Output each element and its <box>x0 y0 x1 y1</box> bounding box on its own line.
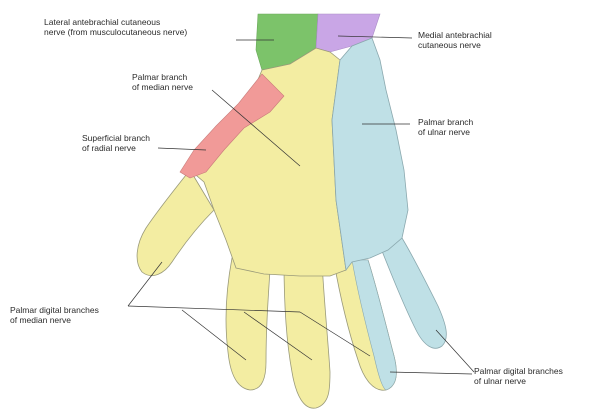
label-palmar-branch-ulnar: Palmar branch of ulnar nerve <box>418 117 473 137</box>
label-superficial-branch-radial-line2: of radial nerve <box>82 143 150 153</box>
leader-digital-ulnar-ring <box>390 372 472 374</box>
label-palmar-digital-median-line2: of median nerve <box>10 315 99 325</box>
palm-ulnar-region <box>332 38 408 270</box>
label-palmar-branch-ulnar-line1: Palmar branch <box>418 117 473 127</box>
label-lateral-antebrachial: Lateral antebrachial cutaneous nerve (fr… <box>44 17 187 37</box>
little-finger <box>380 238 446 348</box>
label-palmar-digital-ulnar: Palmar digital branches of ulnar nerve <box>474 366 563 386</box>
label-lateral-antebrachial-line1: Lateral antebrachial cutaneous <box>44 17 187 27</box>
label-lateral-antebrachial-line2: nerve (from musculocutaneous nerve) <box>44 27 187 37</box>
label-medial-antebrachial-line1: Medial antebrachial <box>418 30 492 40</box>
index-finger <box>226 258 270 390</box>
thumb <box>137 170 214 276</box>
label-palmar-digital-median-line1: Palmar digital branches <box>10 305 99 315</box>
label-palmar-digital-median: Palmar digital branches of median nerve <box>10 305 99 325</box>
label-palmar-branch-ulnar-line2: of ulnar nerve <box>418 127 473 137</box>
label-palmar-digital-ulnar-line1: Palmar digital branches <box>474 366 563 376</box>
label-palmar-branch-median-line2: of median nerve <box>132 82 193 92</box>
label-palmar-branch-median-line1: Palmar branch <box>132 72 193 82</box>
label-superficial-branch-radial-line1: Superficial branch <box>82 133 150 143</box>
label-palmar-digital-ulnar-line2: of ulnar nerve <box>474 376 563 386</box>
label-palmar-branch-median: Palmar branch of median nerve <box>132 72 193 92</box>
leader-digital-median-base <box>128 306 300 312</box>
leader-digital-ulnar-little <box>436 330 474 372</box>
label-superficial-branch-radial: Superficial branch of radial nerve <box>82 133 150 153</box>
middle-finger <box>284 262 330 408</box>
label-medial-antebrachial: Medial antebrachial cutaneous nerve <box>418 30 492 50</box>
label-medial-antebrachial-line2: cutaneous nerve <box>418 40 492 50</box>
